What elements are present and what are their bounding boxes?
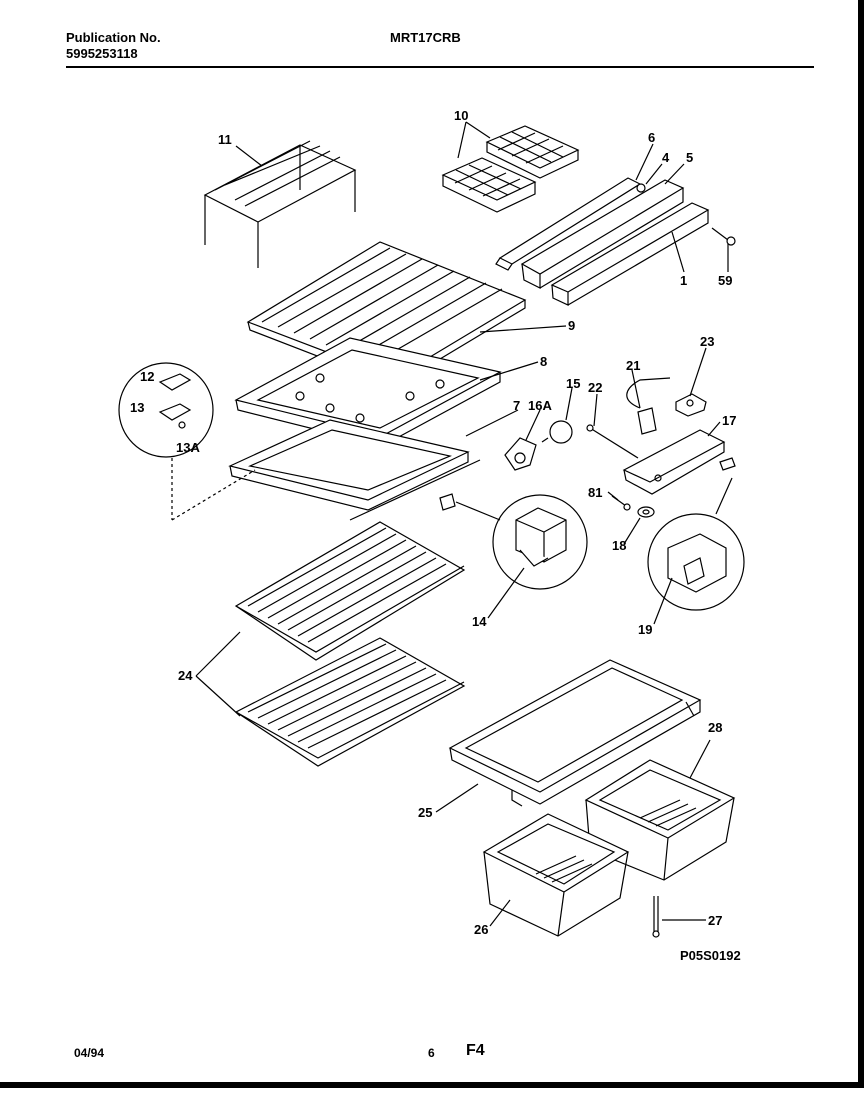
diagram-reference-code: P05S0192	[680, 948, 741, 963]
callout-14: 14	[472, 614, 487, 629]
callout-22: 22	[588, 380, 602, 395]
callout-16A: 16A	[528, 398, 552, 413]
part-4-clip	[636, 183, 646, 193]
callout-1: 1	[680, 273, 687, 288]
part-1-rail	[550, 202, 710, 306]
callout-18: 18	[612, 538, 626, 553]
part-11-wire-rack	[203, 140, 357, 268]
callout-8: 8	[540, 354, 547, 369]
publication-label: Publication No.	[66, 30, 161, 45]
callout-19: 19	[638, 622, 652, 637]
callout-6: 6	[648, 130, 655, 145]
leader-lines	[195, 121, 729, 927]
part-59-screw	[711, 227, 736, 246]
model-number: MRT17CRB	[390, 30, 461, 45]
callout-13: 13	[130, 400, 144, 415]
footer-figure-code: F4	[466, 1042, 485, 1059]
part-27-screw	[652, 896, 660, 938]
part-25-crisper-cover	[448, 659, 702, 807]
callout-12: 12	[140, 369, 154, 384]
callout-15: 15	[566, 376, 580, 391]
callout-4: 4	[662, 150, 670, 165]
part-24-wire-shelf-lower	[234, 637, 466, 767]
part-7-lower-frame	[228, 419, 481, 521]
callout-24: 24	[178, 668, 193, 683]
callout-26-left: 26	[474, 922, 488, 937]
part-24-wire-shelf-upper	[234, 521, 466, 661]
callout-17: 17	[722, 413, 736, 428]
part-switch-small	[719, 457, 736, 471]
part-15-light-bulb	[541, 420, 573, 444]
callout-7: 7	[513, 398, 520, 413]
part-16A-lamp-socket	[504, 437, 537, 471]
part-26-crisper-drawer	[482, 813, 630, 937]
callout-23: 23	[700, 334, 714, 349]
callout-9: 9	[568, 318, 575, 333]
callout-27: 27	[708, 913, 722, 928]
part-17-light-housing	[622, 429, 726, 495]
callout-5: 5	[686, 150, 693, 165]
callout-11: 11	[218, 132, 232, 147]
part-18-knob	[637, 506, 655, 518]
footer-page-number: 6	[428, 1046, 435, 1060]
callout-28: 28	[708, 720, 722, 735]
callout-10: 10	[454, 108, 468, 123]
part-10-ice-trays	[441, 125, 580, 213]
callout-21: 21	[626, 358, 640, 373]
header-rule	[66, 66, 814, 68]
detail-circle-19	[647, 477, 745, 611]
callout-13A: 13A	[176, 440, 200, 455]
part-23-control	[675, 393, 707, 417]
part-22-rod	[586, 424, 639, 459]
detail-circle-12-13	[118, 362, 256, 521]
publication-number: 5995253118	[66, 46, 138, 61]
callout-59: 59	[718, 273, 732, 288]
footer-date: 04/94	[74, 1046, 105, 1060]
part-5-rail	[520, 179, 685, 289]
callout-81: 81	[588, 485, 602, 500]
part-21-bracket	[626, 377, 671, 435]
callout-25: 25	[418, 805, 432, 820]
detail-circle-14	[439, 493, 588, 590]
